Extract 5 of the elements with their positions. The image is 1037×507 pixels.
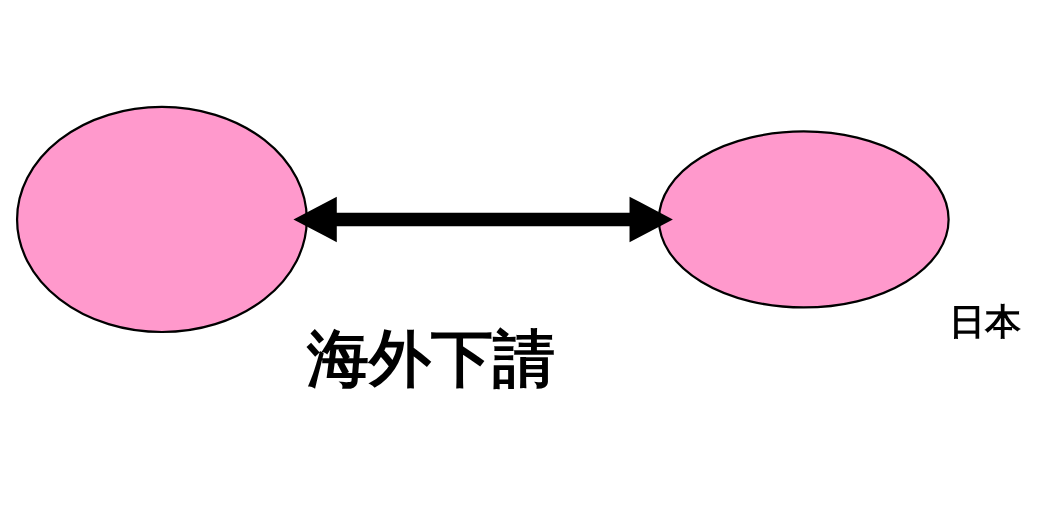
node-ellipse [15, 105, 308, 333]
node-label: 日本 [948, 300, 1021, 342]
node-ellipse [657, 129, 950, 309]
node-label: 海外下請 [306, 321, 555, 395]
arrow [293, 196, 673, 242]
